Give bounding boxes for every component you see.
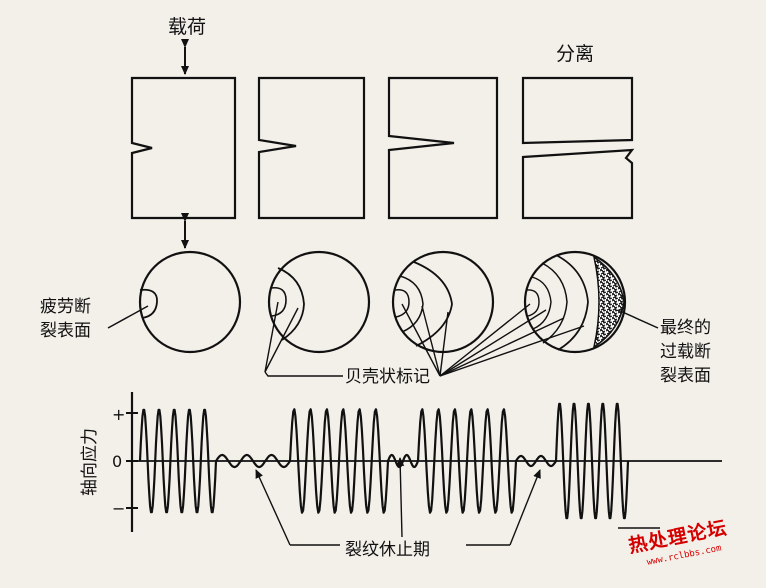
final-fracture-label-line1: 最终的 [660, 318, 711, 338]
minus-tick-label: − [112, 499, 125, 518]
final-fracture-label-line3: 裂表面 [660, 366, 711, 386]
beach-marks-leaders [264, 301, 585, 377]
specimen-3 [387, 76, 499, 220]
overload-fracture-region [592, 255, 625, 349]
load-label: 载荷 [168, 16, 206, 38]
fatigue-surface-leader [107, 305, 149, 329]
watermark-stamp: 热处理论坛 www.rclbbs.com [618, 517, 758, 580]
cross-section-1 [138, 250, 242, 354]
zero-tick-label: 0 [112, 452, 122, 471]
specimen-2 [257, 76, 366, 220]
specimen-1 [130, 76, 237, 220]
specimen-4-upper [521, 76, 634, 145]
separation-label: 分离 [556, 43, 594, 65]
axial-stress-label: 轴向应力 [80, 428, 100, 496]
cross-section-2 [267, 250, 371, 354]
cross-section-3 [391, 250, 495, 354]
final-fracture-leader [617, 309, 659, 329]
specimen-4-lower [521, 148, 635, 220]
fatigue-surface-label-line2: 裂表面 [40, 321, 91, 341]
plus-tick-label: + [112, 405, 125, 424]
final-fracture-label-line2: 过载断 [660, 342, 711, 362]
cross-section-4 [523, 250, 627, 354]
fatigue-surface-label-line1: 疲劳断 [40, 297, 91, 317]
crack-arrest-label: 裂纹休止期 [345, 540, 430, 560]
beach-marks-label: 贝壳状标记 [345, 367, 430, 387]
crack-arrest-leaders [255, 457, 541, 546]
